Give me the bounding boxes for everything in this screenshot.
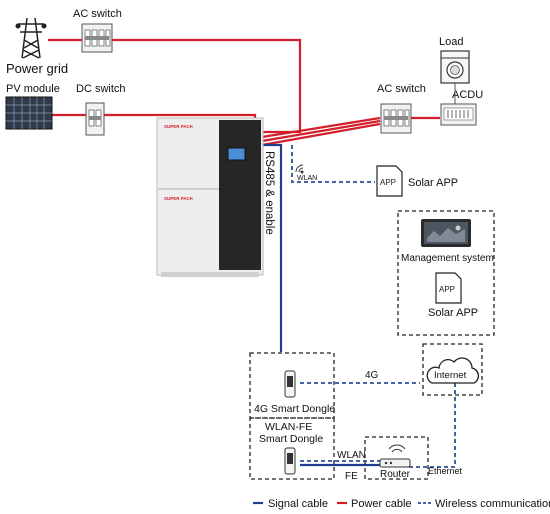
power-cable-acdu-2 — [261, 119, 381, 143]
dc-switch-icon — [85, 102, 105, 136]
wlan-link-label: WLAN — [337, 450, 366, 461]
signal-cable-rs485 — [262, 143, 283, 352]
router-box — [364, 436, 429, 480]
management-box — [397, 210, 495, 336]
internet-box — [422, 343, 483, 396]
wireless-link-app — [291, 145, 375, 183]
legend-power-label: Power cable — [351, 498, 412, 510]
legend-item-signal: Signal cable — [253, 498, 328, 510]
legend: Signal cable Power cable Wireless commun… — [253, 498, 550, 510]
power-cable-acdu — [261, 116, 381, 139]
legend-signal-label: Signal cable — [268, 498, 328, 510]
ac-switch-top-label: AC switch — [73, 8, 122, 20]
router-label: Router — [380, 469, 411, 480]
energy-storage-cabinet: SUPER PACK SUPER PACK — [156, 117, 264, 277]
acdu-icon — [440, 103, 477, 126]
solar-app-icon: APP — [376, 165, 403, 197]
dongle-wlan-label-1: WLAN-FE — [265, 421, 312, 433]
ac-switch-right-icon — [380, 103, 412, 134]
power-grid-label: Power grid — [6, 61, 68, 76]
ac-switch-top-icon — [81, 23, 113, 53]
pv-module-label: PV module — [6, 83, 60, 95]
washing-machine-icon — [440, 50, 470, 84]
monitor-icon — [421, 219, 471, 247]
dongle-wlan-label-2: Smart Dongle — [259, 433, 323, 445]
wifi-icon — [295, 164, 304, 174]
legend-wireless-label: Wireless communication — [435, 498, 550, 510]
power-grid-tower-icon — [15, 17, 47, 59]
app-icon-text: APP — [380, 178, 396, 187]
app-icon-2-text: APP — [439, 285, 455, 294]
power-cable-grid — [48, 38, 302, 134]
wireless-links — [291, 145, 456, 468]
power-cable-acdu-3 — [261, 122, 381, 147]
link-4g-label: 4G — [365, 370, 379, 381]
dongle-wlan-box — [249, 417, 335, 480]
router-icon — [379, 444, 411, 468]
solar-app-2-label: Solar APP — [428, 307, 478, 319]
solar-app-1-label: Solar APP — [408, 177, 458, 189]
wlan-near-label: WLAN — [297, 175, 317, 182]
rs485-label: RS485 & enable — [263, 151, 275, 235]
dongle-wlan-icon — [284, 447, 296, 475]
ac-switch-right-label: AC switch — [377, 83, 426, 95]
pv-module-icon — [5, 96, 53, 130]
internet-label: Internet — [434, 370, 467, 381]
solar-app-2-icon: APP — [435, 272, 462, 304]
acdu-label: ACDU — [452, 89, 483, 101]
legend-item-power: Power cable — [337, 498, 412, 510]
cabinet-brand-top: SUPER PACK — [164, 124, 194, 129]
wireless-link-ethernet — [409, 382, 456, 468]
fe-link-label: FE — [345, 471, 358, 482]
cabinet-brand-bottom: SUPER PACK — [164, 196, 194, 201]
dc-switch-label: DC switch — [76, 83, 126, 95]
legend-item-wireless: Wireless communication — [418, 498, 550, 510]
management-system-label: Management system — [401, 253, 494, 264]
ethernet-label: Ethernet — [428, 466, 463, 476]
cloud-icon — [426, 357, 480, 384]
dongle-4g-label: 4G Smart Dongle — [254, 403, 335, 415]
load-label: Load — [439, 36, 463, 48]
signal-cables — [262, 143, 380, 467]
dongle-4g-icon — [284, 370, 296, 398]
power-cables — [48, 38, 440, 147]
